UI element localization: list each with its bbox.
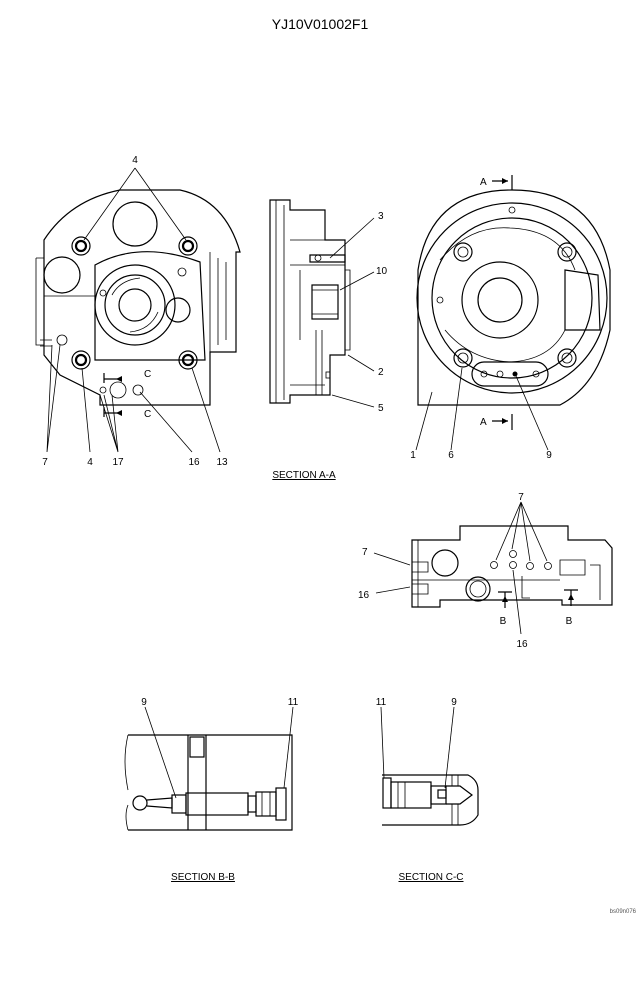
arrow-label-a-top: A: [480, 177, 487, 188]
callout-16: 16: [188, 457, 200, 468]
section-b-b-title: SECTION B-B: [171, 872, 235, 883]
section-b-b-view: [124, 734, 293, 831]
rear-view: [416, 175, 611, 430]
callout-4-top: 4: [132, 155, 138, 166]
arrow-label-b-right: B: [566, 616, 573, 627]
callout-cc-9: 9: [451, 697, 457, 708]
section-c-c-view: [382, 774, 479, 826]
callout-1: 1: [410, 450, 416, 461]
callout-17: 17: [112, 457, 124, 468]
callout-10: 10: [376, 266, 388, 277]
section-a-a-view: [411, 525, 613, 608]
callout-5: 5: [378, 403, 384, 414]
callout-9: 9: [546, 450, 552, 461]
callout-7-left: 7: [362, 547, 368, 558]
section-a-a-title: SECTION A-A: [272, 470, 336, 481]
callout-7: 7: [42, 457, 48, 468]
callout-2: 2: [378, 367, 384, 378]
arrow-label-c-bottom: C: [144, 409, 151, 420]
section-c-c-title: SECTION C-C: [399, 872, 464, 883]
callout-16-left: 16: [358, 590, 370, 601]
side-section-view: [269, 199, 351, 404]
drawing-id: YJ10V01002F1: [272, 16, 369, 32]
callout-cc-11: 11: [376, 697, 387, 708]
callout-7-top: 7: [518, 492, 524, 503]
arrow-label-a-bottom: A: [480, 417, 487, 428]
callout-bb-9: 9: [141, 697, 147, 708]
callout-3: 3: [378, 211, 384, 222]
front-view: [35, 167, 241, 453]
callout-6: 6: [448, 450, 454, 461]
callout-13: 13: [216, 457, 228, 468]
callout-4-bottom: 4: [87, 457, 93, 468]
arrow-label-c-top: C: [144, 369, 151, 380]
footer-code: bs09n076: [610, 909, 637, 915]
callout-bb-11: 11: [288, 697, 299, 708]
callout-16-bottom: 16: [516, 639, 528, 650]
arrow-label-b-left: B: [500, 616, 507, 627]
